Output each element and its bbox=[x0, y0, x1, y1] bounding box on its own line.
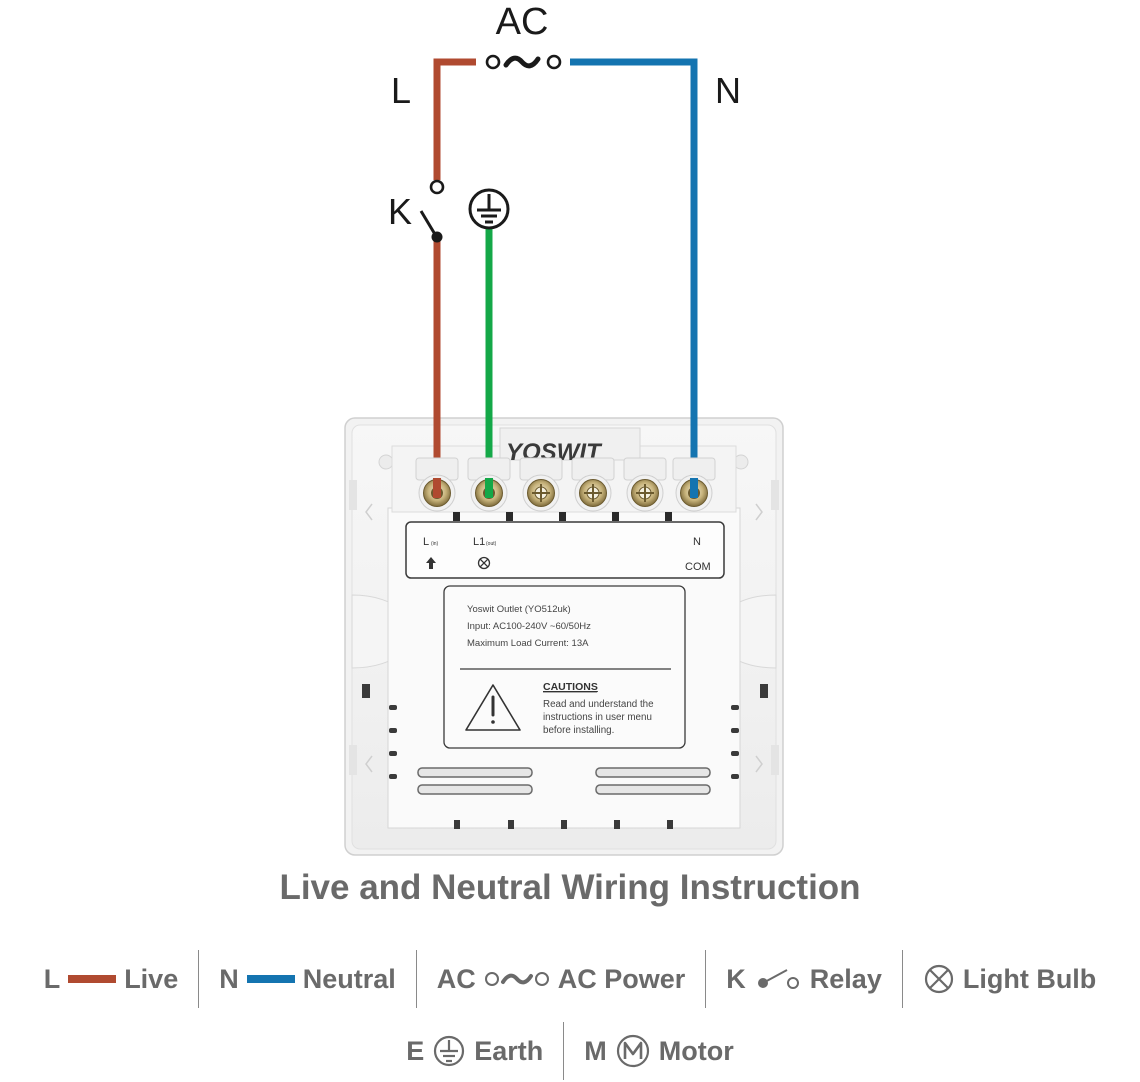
legend-relay: K Relay bbox=[706, 950, 902, 1008]
legend-relay-name: Relay bbox=[809, 963, 882, 994]
legend-earth: E Earth bbox=[386, 1022, 563, 1080]
legend-motor-abbr: M bbox=[584, 1035, 607, 1066]
wiring-diagram: YOSWIT L (in) L1 (out) N COM Yoswit Outl… bbox=[344, 1, 784, 856]
cautions-line-3: before installing. bbox=[543, 725, 614, 736]
legend-bulb: Light Bulb bbox=[903, 950, 1116, 1008]
cautions-line-1: Read and understand the bbox=[543, 699, 654, 710]
terminal-screw-5 bbox=[623, 457, 667, 512]
legend-divider bbox=[901, 950, 903, 1008]
legend-ac: AC AC Power bbox=[417, 950, 706, 1008]
light-bulb-icon bbox=[923, 963, 955, 995]
warning-icon bbox=[465, 684, 521, 731]
legend-motor-name: Motor bbox=[658, 1035, 734, 1066]
terminal-label-l-in-sub: (in) bbox=[431, 541, 439, 547]
legend-live-name: Live bbox=[124, 963, 179, 994]
ac-source-icon bbox=[484, 967, 550, 991]
legend-divider bbox=[705, 950, 707, 1008]
terminal-screw-4 bbox=[571, 457, 615, 512]
terminal-screw-3 bbox=[519, 457, 563, 512]
terminal-label-com: COM bbox=[685, 561, 711, 573]
legend-bulb-name: Light Bulb bbox=[962, 963, 1097, 994]
product-label-plate: Yoswit Outlet (YO512uk) Input: AC100-240… bbox=[443, 585, 686, 749]
light-bulb-icon bbox=[477, 556, 491, 570]
legend-neutral-name: Neutral bbox=[302, 963, 396, 994]
earth-icon bbox=[432, 1034, 466, 1068]
label-max-load: Maximum Load Current: 13A bbox=[467, 638, 589, 649]
terminal-screws bbox=[415, 457, 716, 512]
terminal-label-n: N bbox=[693, 536, 701, 548]
terminal-label-l1-out-sub: (out) bbox=[486, 541, 497, 547]
neutral-line-icon bbox=[246, 974, 295, 984]
legend-live-abbr: L bbox=[43, 963, 61, 994]
legend-relay-abbr: K bbox=[726, 963, 746, 994]
relay-label: K bbox=[388, 191, 412, 232]
legend-earth-name: Earth bbox=[474, 1035, 544, 1066]
label-input: Input: AC100-240V ~60/50Hz bbox=[467, 621, 591, 632]
legend-live: L Live bbox=[24, 950, 199, 1008]
ac-source-symbol bbox=[485, 54, 562, 70]
neutral-wire bbox=[570, 58, 698, 493]
cautions-title: CAUTIONS bbox=[543, 681, 598, 693]
neutral-label: N bbox=[715, 70, 741, 111]
legend-divider bbox=[563, 1022, 565, 1080]
relay-switch-symbol bbox=[419, 179, 445, 243]
cautions-line-2: instructions in user menu bbox=[543, 712, 652, 723]
arrow-up-icon bbox=[426, 557, 436, 569]
terminal-label-panel: L (in) L1 (out) N COM bbox=[405, 512, 725, 579]
legend-divider bbox=[198, 950, 200, 1008]
legend-earth-abbr: E bbox=[406, 1035, 425, 1066]
label-model: Yoswit Outlet (YO512uk) bbox=[467, 604, 571, 615]
legend-ac-name: AC Power bbox=[557, 963, 686, 994]
terminal-label-l-in: L bbox=[423, 536, 429, 548]
legend-neutral-abbr: N bbox=[219, 963, 239, 994]
legend-row-2: E Earth M Motor bbox=[0, 1022, 1140, 1080]
relay-switch-icon bbox=[754, 966, 802, 992]
legend-ac-abbr: AC bbox=[436, 963, 476, 994]
live-wire bbox=[433, 58, 476, 493]
legend-neutral: N Neutral bbox=[199, 950, 416, 1008]
motor-icon bbox=[615, 1033, 651, 1069]
ac-label: AC bbox=[496, 1, 549, 43]
legend-motor: M Motor bbox=[564, 1022, 753, 1080]
terminal-label-l1-out: L1 bbox=[473, 536, 485, 548]
legend-divider bbox=[415, 950, 417, 1008]
page-title: Live and Neutral Wiring Instruction bbox=[279, 868, 861, 907]
live-label: L bbox=[391, 70, 411, 111]
live-line-icon bbox=[68, 974, 117, 984]
earth-symbol bbox=[468, 188, 510, 230]
legend-row-1: L Live N Neutral AC AC Power K bbox=[0, 950, 1140, 1008]
